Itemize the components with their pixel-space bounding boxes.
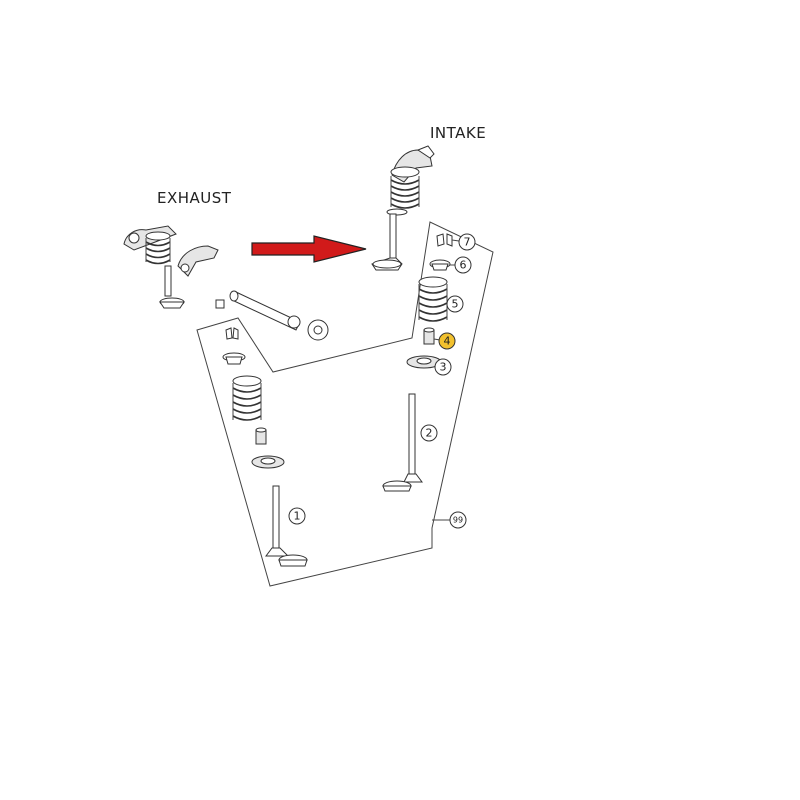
svg-text:2: 2 bbox=[426, 427, 433, 440]
svg-text:4: 4 bbox=[444, 335, 451, 348]
callout-6[interactable]: 6 bbox=[454, 256, 472, 274]
intake-label: INTAKE bbox=[430, 124, 486, 142]
exhaust-label: EXHAUST bbox=[157, 189, 232, 207]
svg-text:3: 3 bbox=[440, 361, 447, 374]
callout-5[interactable]: 5 bbox=[446, 295, 464, 313]
red-arrow-icon bbox=[251, 235, 367, 263]
intake-valve-exploded bbox=[382, 233, 453, 492]
svg-text:1: 1 bbox=[294, 510, 301, 523]
exhaust-valve-exploded bbox=[222, 327, 308, 567]
svg-text:6: 6 bbox=[460, 259, 467, 272]
svg-text:99: 99 bbox=[453, 516, 463, 525]
svg-text:5: 5 bbox=[452, 298, 459, 311]
exhaust-rocker-assembly bbox=[123, 225, 329, 341]
intake-rocker-assembly bbox=[371, 145, 435, 271]
callout-3[interactable]: 3 bbox=[434, 358, 452, 376]
set-outline bbox=[196, 221, 494, 587]
callout-2[interactable]: 2 bbox=[420, 424, 438, 442]
callout-99[interactable]: 99 bbox=[449, 511, 467, 529]
svg-text:7: 7 bbox=[464, 236, 471, 249]
callout-1[interactable]: 1 bbox=[288, 507, 306, 525]
callout-7[interactable]: 7 bbox=[458, 233, 476, 251]
callout-4-highlighted[interactable]: 4 bbox=[438, 332, 456, 350]
